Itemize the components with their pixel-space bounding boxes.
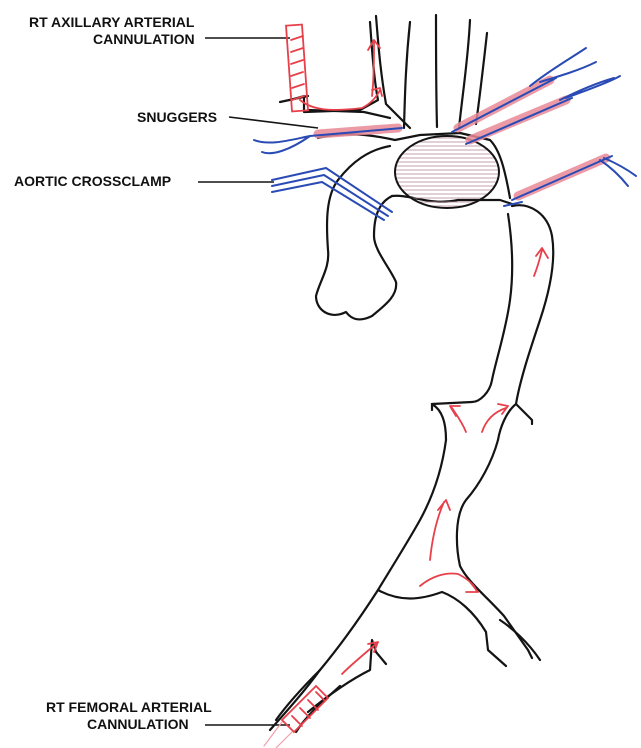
flow-arrow-visceral-left: [450, 406, 466, 432]
flow-arrows: [342, 248, 548, 674]
label-axillary-line1: RT AXILLARY ARTERIAL: [29, 14, 195, 30]
flow-arrow-bifurcation: [420, 574, 478, 593]
label-crossclamp: AORTIC CROSSCLAMP: [14, 173, 274, 189]
leader-snuggers: [229, 117, 318, 128]
label-femoral-line1: RT FEMORAL ARTERIAL: [46, 699, 212, 715]
flow-arrow-abdominal: [430, 500, 450, 560]
label-axillary-line2: CANNULATION: [93, 31, 195, 47]
flow-arrow-iliac: [342, 642, 378, 674]
arch-branch-left: [404, 15, 437, 128]
label-axillary: RT AXILLARY ARTERIAL CANNULATION: [29, 14, 290, 47]
label-snuggers: SNUGGERS: [137, 109, 318, 128]
flow-arrow-desc: [534, 248, 548, 276]
label-femoral-line2: CANNULATION: [87, 716, 189, 732]
label-crossclamp-text: AORTIC CROSSCLAMP: [14, 173, 171, 189]
abdominal-aorta: [270, 440, 532, 730]
snugger-distal-arch: [504, 156, 636, 206]
iliac-bifurcation: [308, 590, 540, 712]
label-femoral: RT FEMORAL ARTERIAL CANNULATION: [46, 699, 290, 732]
axillary-flow-arrow: [300, 40, 382, 110]
ascending-aorta: [316, 180, 396, 319]
descending-aorta: [432, 205, 553, 424]
label-snuggers-text: SNUGGERS: [137, 109, 217, 125]
aneurysm-sac: [395, 136, 499, 208]
